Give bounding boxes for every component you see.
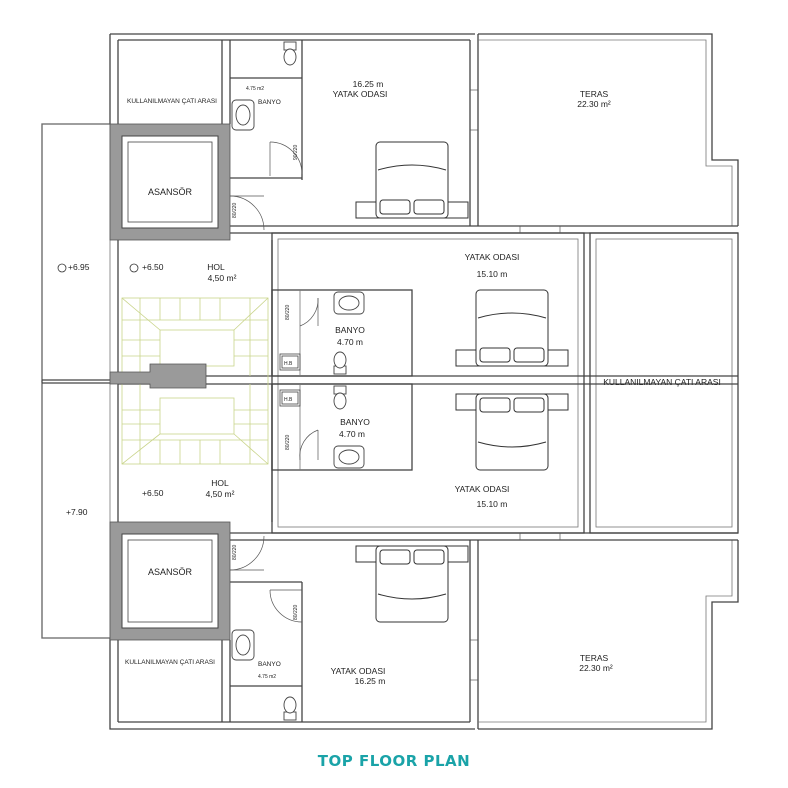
bath-top-name: BANYO (258, 99, 281, 106)
elevator-top (109, 123, 231, 241)
bed-mid-bottom-area: 15.10 m (477, 499, 508, 509)
toilet-top-icon (283, 41, 297, 66)
level-marker-icon (129, 263, 139, 273)
toilet-bottom-icon (283, 696, 297, 721)
door-labels: 90/220 80/220 80/220 80/220 80/220 80/22… (232, 144, 299, 620)
terrace-top-area: 22.30 m² (577, 99, 611, 109)
elevator-bottom-label: ASANSÖR (148, 567, 193, 577)
level-left-top: +6.95 (68, 262, 90, 272)
room-labels: KULLANILMAYAN ÇATI ARASI 4.75 m2 BANYO 1… (66, 79, 721, 686)
bed-bottom-left-icon (355, 545, 469, 623)
toilet-mid-top-icon (333, 351, 347, 375)
sink-mid-top-icon (333, 291, 365, 315)
shaft-top-group (279, 353, 301, 371)
bed-bottom-left-area: 16.25 m (355, 676, 386, 686)
attic-right-label: KULLANILMAYAN ÇATI ARASI (603, 377, 721, 387)
level-left-bottom: +7.90 (66, 507, 88, 517)
bath-top-area: 4.75 m2 (246, 86, 264, 92)
bed-mid-top-name: YATAK ODASI (465, 252, 520, 262)
bath-bottom-area: 4.75 m2 (258, 674, 276, 680)
attic-top-label: KULLANILMAYAN ÇATI ARASI (127, 98, 217, 105)
bath-bottom-name: BANYO (258, 661, 281, 668)
terrace-top-name: TERAS (580, 89, 609, 99)
hall-top-name: HOL (207, 262, 225, 272)
sink-bottom-icon (231, 629, 255, 661)
bed-mid-bottom-icon (455, 393, 569, 471)
door-label: 80/220 (293, 604, 299, 620)
elevator-bottom (109, 521, 231, 641)
plan-title: TOP FLOOR PLAN (317, 752, 471, 770)
sink-top-icon (231, 99, 255, 131)
bed-mid-bottom-name: YATAK ODASI (455, 484, 510, 494)
hall-bottom-area: 4,50 m² (206, 489, 235, 499)
attic-bottom-label: KULLANILMAYAN ÇATI ARASI (125, 659, 215, 666)
doors (229, 89, 561, 681)
bath-mid-bottom-name: BANYO (340, 417, 370, 427)
door-label: 90/220 (293, 144, 299, 160)
door-label: 80/220 (232, 202, 238, 218)
shaft-bottom-label: H.B (284, 397, 293, 403)
terrace-bottom-area: 22.30 m² (579, 663, 613, 673)
door-label: 80/220 (285, 304, 291, 320)
bath-mid-bottom-area: 4.70 m (339, 429, 365, 439)
stair-landing-beam (109, 363, 207, 389)
hall-bottom-name: HOL (211, 478, 229, 488)
toilet-mid-bottom-icon (333, 385, 347, 410)
hall-top-area: 4,50 m² (208, 273, 237, 283)
shaft-bottom-group (279, 389, 301, 407)
door-label: 80/220 (232, 544, 238, 560)
door-label: 80/220 (285, 434, 291, 450)
sink-mid-bottom-icon (333, 445, 365, 469)
level-hall-top: +6.50 (142, 262, 164, 272)
bath-mid-top-area: 4.70 m (337, 337, 363, 347)
level-marker-icon (57, 263, 67, 273)
bed-mid-top-area: 15.10 m (477, 269, 508, 279)
bed-mid-top-icon (455, 289, 569, 367)
bed-top-left-name: YATAK ODASI (333, 89, 388, 99)
walls (41, 33, 739, 730)
bed-top-left-area: 16.25 m (353, 79, 384, 89)
shaft-labels: H.B H.B (284, 361, 293, 403)
shaft-top-label: H.B (284, 361, 293, 367)
terrace-bottom-name: TERAS (580, 653, 609, 663)
bed-bottom-left-name: YATAK ODASI (331, 666, 386, 676)
bed-top-left-icon (355, 141, 469, 219)
bath-mid-top-name: BANYO (335, 325, 365, 335)
elevator-top-label: ASANSÖR (148, 187, 193, 197)
level-hall-bottom: +6.50 (142, 488, 164, 498)
